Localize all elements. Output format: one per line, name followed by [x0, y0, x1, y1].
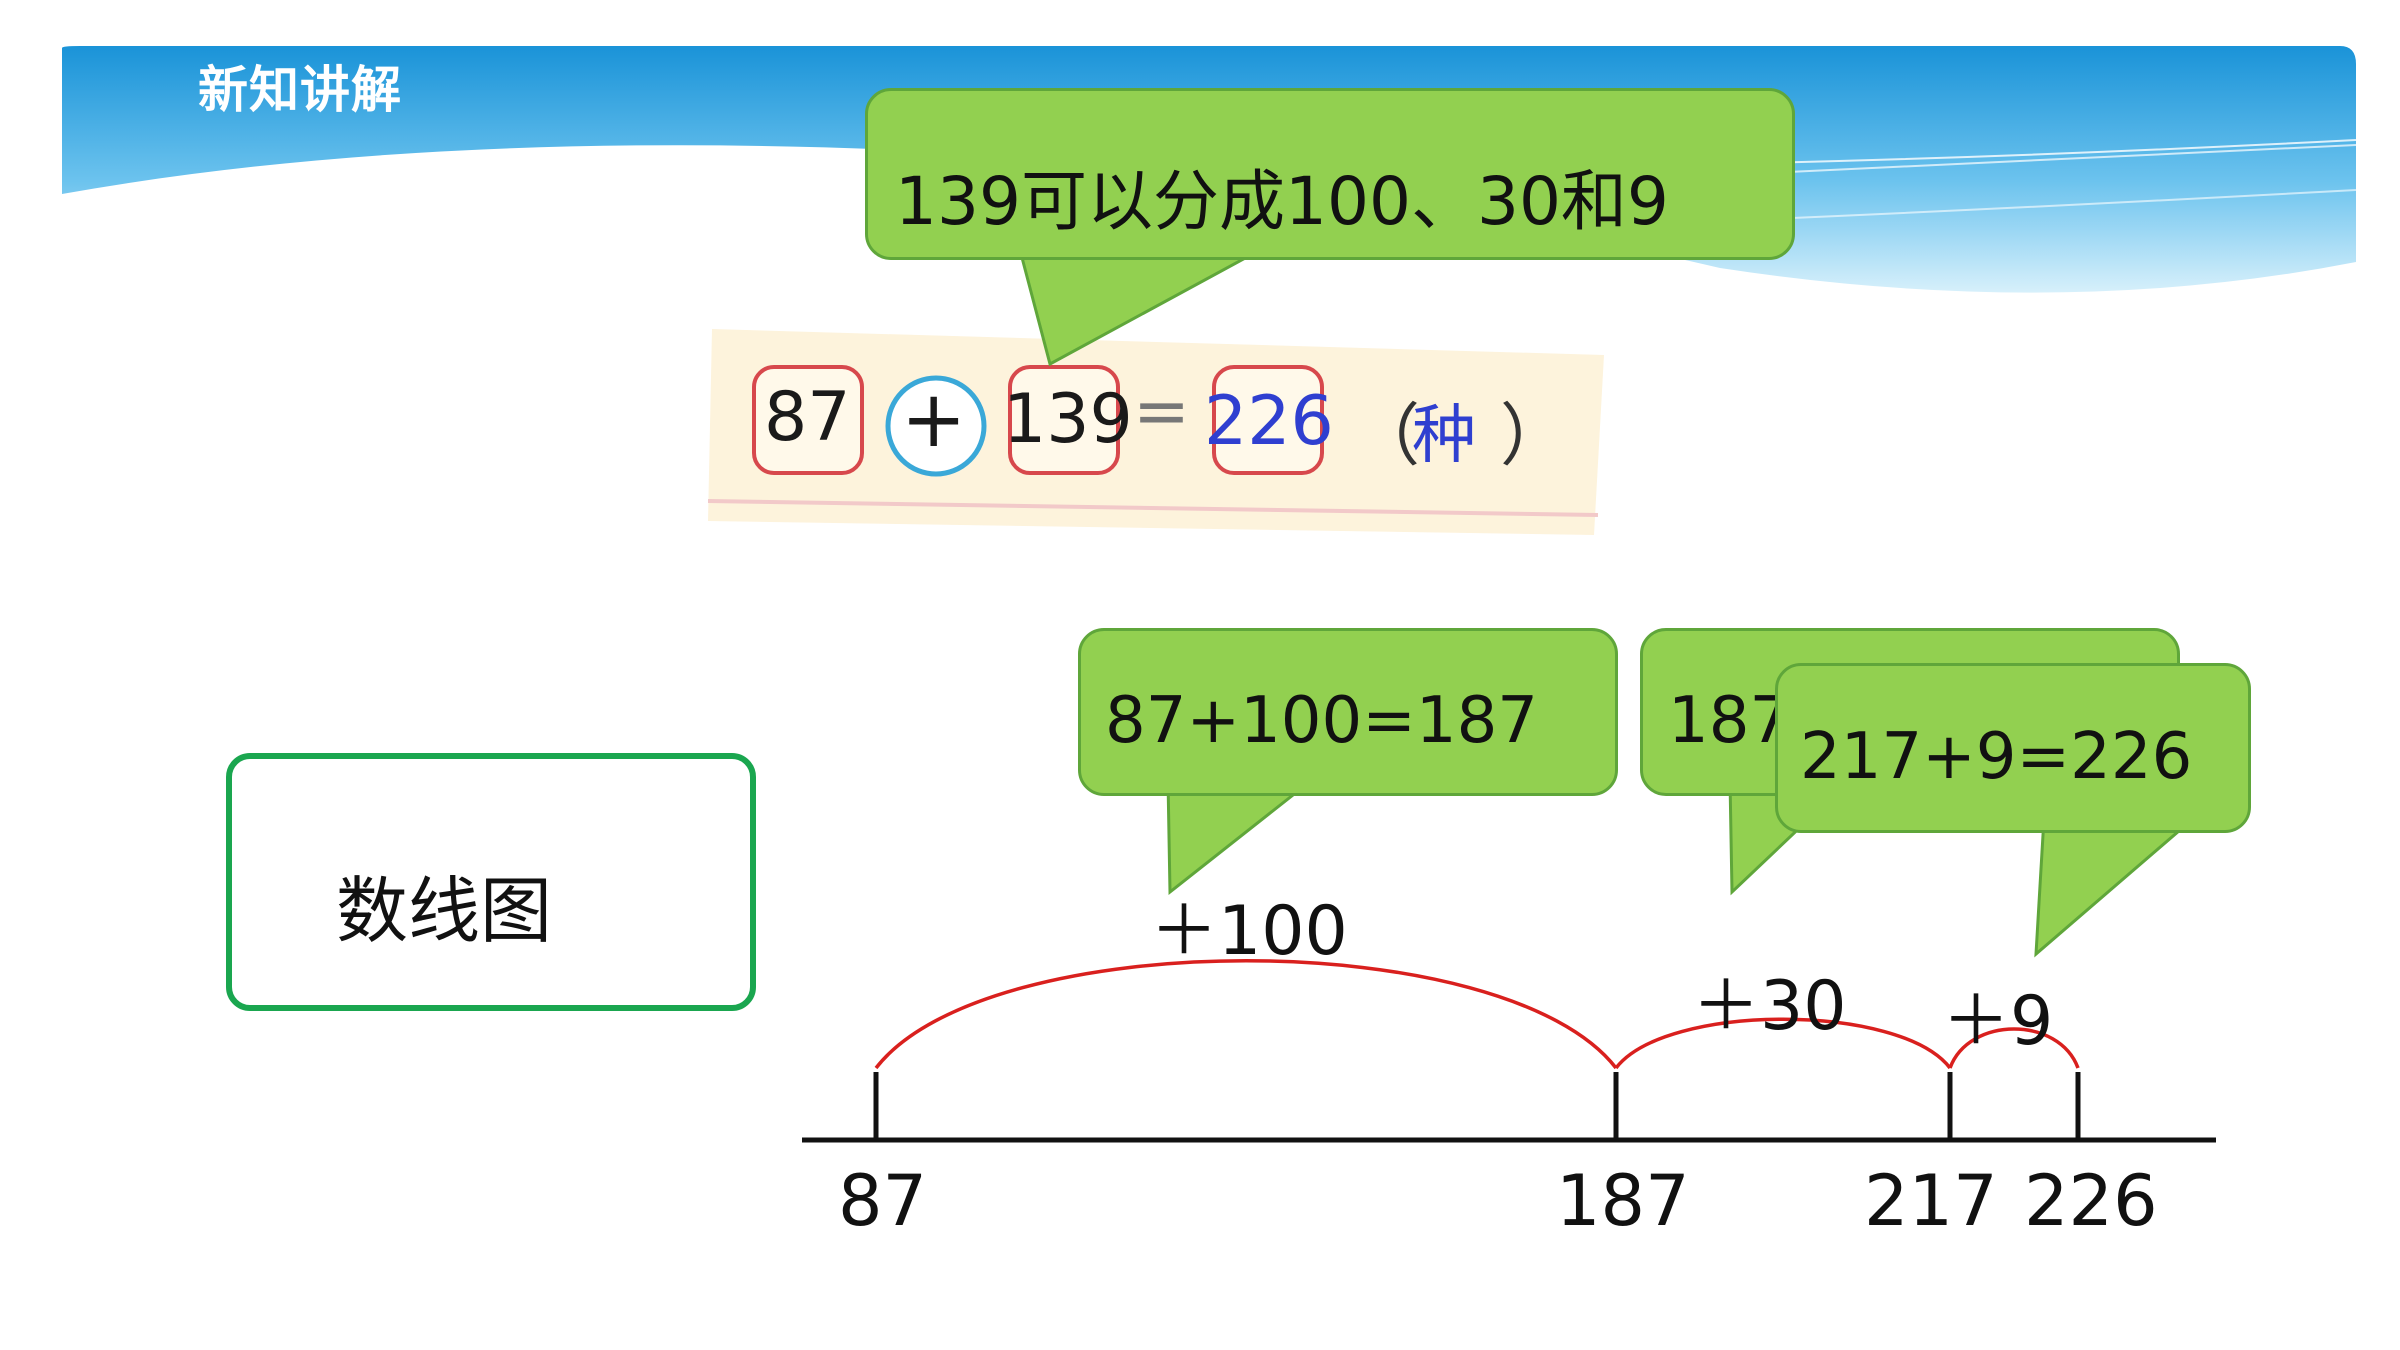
section-title: 新知讲解	[198, 61, 402, 119]
tick-label-87: 87	[838, 1160, 928, 1242]
bubble-1-tail	[1166, 780, 1315, 896]
result-value: 226	[1204, 382, 1334, 461]
number-line-label-box	[226, 753, 756, 1011]
unit-open-paren: （	[1352, 397, 1421, 476]
unit-close-paren: ）	[1500, 397, 1569, 476]
bubble-3-tail	[2034, 818, 2197, 958]
bubble-1	[1078, 628, 1618, 796]
plus-operator: +	[901, 375, 967, 465]
tick-label-226: 226	[2024, 1160, 2158, 1242]
bubble-3	[1775, 663, 2251, 833]
bubble-1-text: 87+100=187	[1105, 684, 1538, 758]
addend1-box	[752, 365, 864, 475]
jump-label-9: ＋9	[1942, 982, 2054, 1061]
unit-word: 种	[1412, 399, 1476, 473]
number-line-label: 数线图	[336, 869, 553, 953]
jump-arc-2	[1614, 1017, 1952, 1070]
bubble-3-text: 217+9=226	[1800, 720, 2193, 794]
addend2: 139	[1003, 380, 1133, 459]
jump-arc-3	[1948, 1027, 2080, 1069]
jump-arc-1	[874, 959, 1618, 1070]
plus-operator-icon	[885, 375, 987, 477]
tick-label-187: 187	[1556, 1160, 1690, 1242]
equals-sign: =	[1133, 372, 1190, 451]
top-bubble	[865, 88, 1795, 260]
jump-label-100: ＋100	[1150, 892, 1348, 971]
jump-label-30: ＋30	[1692, 967, 1847, 1046]
top-bubble-tail	[1020, 250, 1261, 367]
addend2-box	[1008, 365, 1120, 475]
tick-label-217: 217	[1864, 1160, 1998, 1242]
top-bubble-text: 139可以分成100、30和9	[895, 163, 1669, 240]
result-box	[1212, 365, 1324, 475]
addend1: 87	[764, 378, 851, 457]
